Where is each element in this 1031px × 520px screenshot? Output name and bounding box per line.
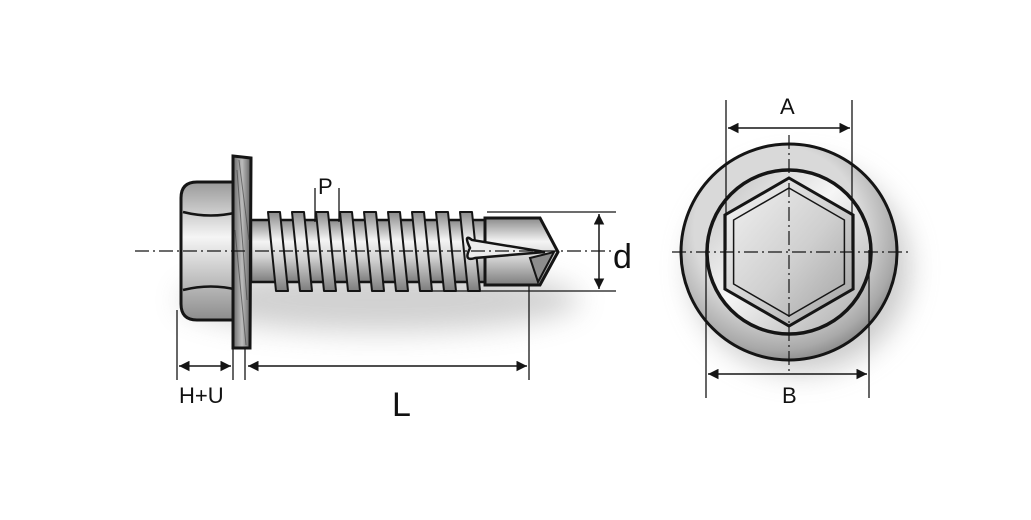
thread-crest [267,211,289,292]
thread-crests [267,211,481,292]
flute [465,236,546,261]
side-view [135,154,612,350]
washer-hatch [234,159,250,346]
washer-diameter-label: B [782,383,797,408]
across-flats-label: A [780,94,795,119]
top-view [672,135,910,375]
thread-crest [363,211,385,292]
hex-socket-outline [723,176,855,328]
length-label: L [392,386,411,424]
thread-crest [339,211,361,292]
head-height-label: H+U [179,383,224,408]
thread-crest [291,211,313,292]
pitch-label: P [318,174,333,199]
diameter-label: d [613,238,632,276]
thread-crest [387,211,409,292]
thread-crest [315,211,337,292]
side-dimensions: P d H+U L [176,174,632,424]
top-dimensions: A B [705,94,870,408]
drill-flank [528,250,556,285]
